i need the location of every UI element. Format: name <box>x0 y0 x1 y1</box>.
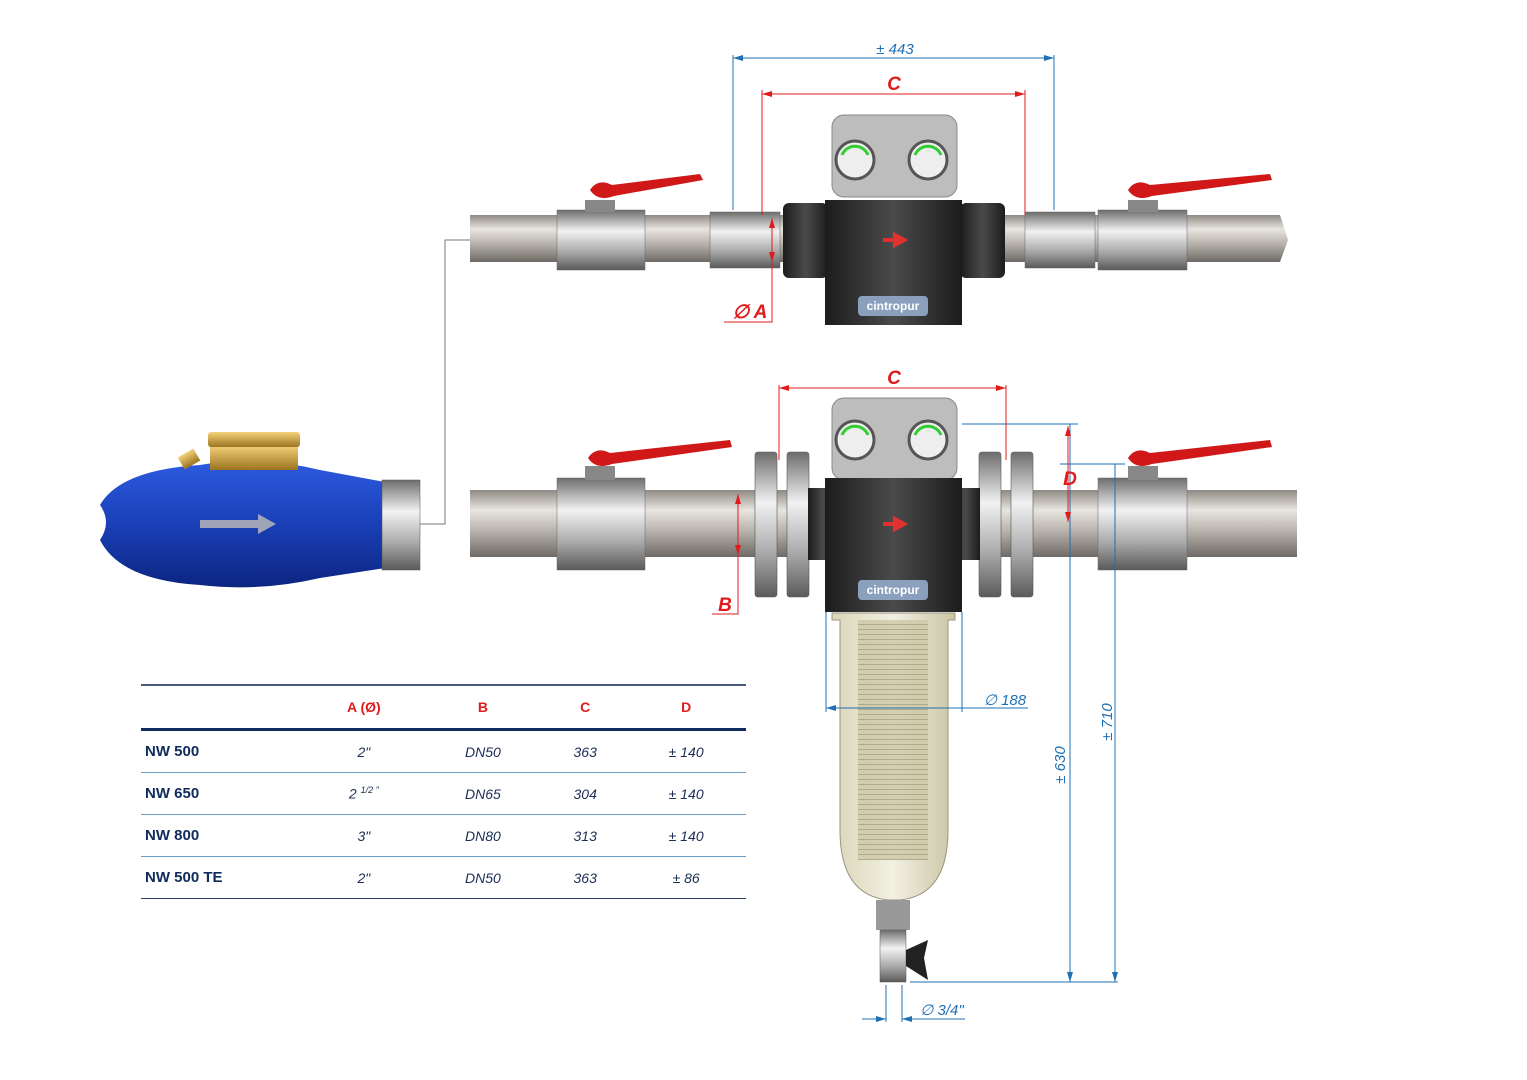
header-b: B <box>421 684 545 731</box>
header-c: C <box>544 684 627 731</box>
a-cell: 2" <box>306 729 422 773</box>
dimension-table: A (Ø) B C D NW 500 2" DN50 363 ± 140 NW … <box>141 684 746 899</box>
d-cell: ± 140 <box>626 772 746 815</box>
flow-arrow-icon <box>200 514 276 534</box>
c-cell: 304 <box>544 772 627 815</box>
height-710-dimension: ± 710 <box>1099 703 1116 741</box>
b-cell: DN50 <box>421 729 545 773</box>
dimension-c-top: C <box>887 74 901 95</box>
c-cell: 363 <box>544 729 627 773</box>
overall-width-dimension: ± 443 <box>876 41 914 58</box>
d-cell: ± 86 <box>626 856 746 899</box>
b-cell: DN65 <box>421 772 545 815</box>
dimension-d: D <box>1063 469 1077 490</box>
dimension-b: B <box>718 595 732 616</box>
a-value: 2 <box>348 785 357 802</box>
c-cell: 363 <box>544 856 627 899</box>
table-row: NW 500 2" DN50 363 ± 140 <box>141 729 746 773</box>
dimension-c-bottom: C <box>887 368 901 389</box>
header-model <box>141 684 306 731</box>
top-assembly: cintropur <box>470 114 1288 325</box>
table-header-row: A (Ø) B C D <box>141 684 746 731</box>
b-cell: DN50 <box>421 856 545 899</box>
d-cell: ± 140 <box>626 729 746 773</box>
model-cell: NW 650 <box>141 772 306 815</box>
table-row: NW 500 TE 2" DN50 363 ± 86 <box>141 856 746 899</box>
model-cell: NW 800 <box>141 814 306 857</box>
bottom-assembly: cintropur <box>470 397 1297 983</box>
bowl-diameter-dimension: ∅ 188 <box>984 692 1027 709</box>
a-fraction: 1/2 " <box>360 785 379 796</box>
brand-logo: cintropur <box>867 583 920 597</box>
connection-line <box>420 239 470 525</box>
height-630-dimension: ± 630 <box>1052 746 1069 784</box>
red-dimension-lines <box>712 90 1071 615</box>
brand-logo: cintropur <box>867 299 920 313</box>
dimension-a: ∅ A <box>733 302 768 323</box>
b-cell: DN80 <box>421 814 545 857</box>
a-cell: 2" <box>306 856 422 899</box>
a-cell: 2 1/2 " <box>306 772 422 815</box>
table-row: NW 800 3" DN80 313 ± 140 <box>141 814 746 857</box>
drain-diameter-dimension: ∅ 3/4" <box>920 1002 964 1019</box>
c-cell: 313 <box>544 814 627 857</box>
header-d: D <box>626 684 746 731</box>
model-cell: NW 500 <box>141 729 306 773</box>
d-cell: ± 140 <box>626 814 746 857</box>
header-a: A (Ø) <box>306 684 422 731</box>
table-row: NW 650 2 1/2 " DN65 304 ± 140 <box>141 772 746 815</box>
water-meter <box>100 432 421 588</box>
a-cell: 3" <box>306 814 422 857</box>
model-cell: NW 500 TE <box>141 856 306 899</box>
